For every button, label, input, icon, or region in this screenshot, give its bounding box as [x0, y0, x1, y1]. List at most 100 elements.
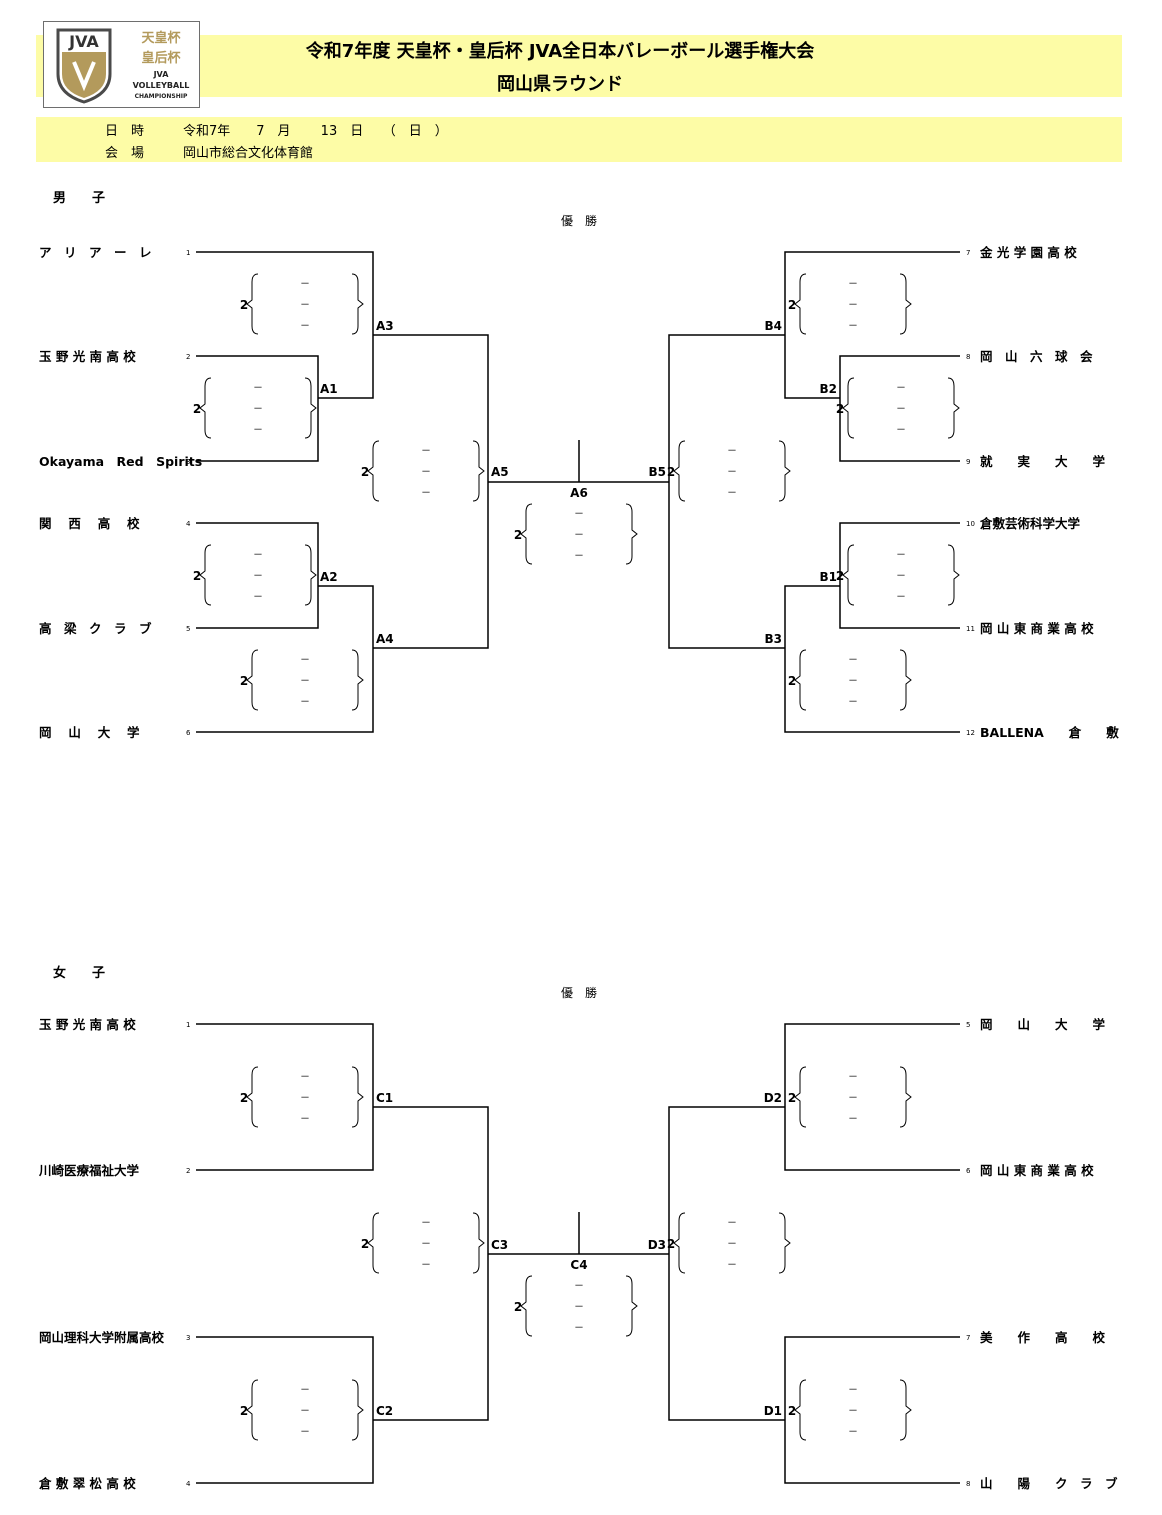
score-box-b5-sets: 2 [667, 465, 675, 479]
score-box-d2-score-2: － [848, 1093, 858, 1104]
score-box-c4-sets: 2 [514, 1300, 522, 1314]
bracket-line-c2 [196, 1336, 374, 1484]
section-title-women: 女 子 [53, 965, 105, 981]
champion-label-women: 優 勝 [561, 985, 597, 1000]
bracket-line-a2 [196, 522, 319, 629]
team-seed-right: 7 [966, 249, 970, 257]
bracket-line-a5 [373, 334, 489, 649]
team-name-left: 玉 野 光 南 高 校 [39, 349, 136, 364]
team-seed-left: 3 [186, 1334, 190, 1342]
score-box-c4-score-3: － [574, 1323, 584, 1334]
score-box-d2-score-3: － [848, 1114, 858, 1125]
score-box-d3-score-3: － [727, 1260, 737, 1271]
score-box-b1-score-3: － [896, 592, 906, 603]
score-box-a2-score-1: － [253, 550, 263, 561]
match-label-a2: A2 [320, 570, 338, 584]
team-name-right: 山 陽 ク ラ ブ [980, 1476, 1118, 1491]
score-box-c3-score-2: － [421, 1239, 431, 1250]
team-seed-right: 6 [966, 1167, 971, 1175]
score-box-b5-score-2: － [727, 467, 737, 478]
score-box-d3-score-1: － [727, 1218, 737, 1229]
team-seed-left: 6 [186, 729, 191, 737]
score-box-a1-brace-right [304, 377, 317, 439]
logo-line1: 天皇杯 [141, 30, 181, 46]
champion-label-men: 優 勝 [561, 213, 597, 228]
score-box-b1-brace-left [842, 544, 855, 606]
date-value: 令和7年 7 月 13 日 （ 日 ） [183, 124, 448, 139]
date-label: 日 時 [105, 124, 145, 139]
score-box-c1-brace-left [246, 1066, 259, 1128]
score-box-d2-brace-right [899, 1066, 912, 1128]
score-box-a3-score-2: － [300, 300, 310, 311]
score-box-a4-brace-right [351, 649, 364, 711]
team-seed-left: 3 [186, 458, 190, 466]
score-box-b1-brace-right [947, 544, 960, 606]
score-box-b1-score-2: － [896, 571, 906, 582]
score-box-b2-score-2: － [896, 404, 906, 415]
team-name-left: 倉 敷 翠 松 高 校 [38, 1476, 136, 1491]
score-box-b3-score-3: － [848, 697, 858, 708]
score-box-a6-score-1: － [574, 509, 584, 520]
team-name-right: 岡 山 大 学 [980, 1017, 1106, 1032]
score-box-a6-brace-right [625, 503, 638, 565]
score-box-d3-brace-right [778, 1212, 791, 1274]
score-box-c2-brace-left [246, 1379, 259, 1441]
team-seed-right: 11 [966, 625, 975, 633]
score-box-b3-score-2: － [848, 676, 858, 687]
score-box-a5-score-1: － [421, 446, 431, 457]
score-box-b3-brace-right [899, 649, 912, 711]
score-box-d3-sets: 2 [667, 1237, 675, 1251]
logo-line2: 皇后杯 [141, 50, 181, 66]
match-label-a5: A5 [491, 465, 509, 479]
score-box-d2-sets: 2 [788, 1091, 796, 1105]
jva-logo: JVA 天皇杯 皇后杯 JVA VOLLEYBALL CHAMPIONSHIP [43, 21, 200, 108]
score-box-c2-score-2: － [300, 1406, 310, 1417]
title-band [36, 35, 1122, 97]
score-box-a5-score-3: － [421, 488, 431, 499]
team-name-left: 関 西 高 校 [39, 516, 140, 531]
score-box-a2-score-2: － [253, 571, 263, 582]
match-label-b3: B3 [765, 632, 783, 646]
score-box-a6-sets: 2 [514, 528, 522, 542]
match-label-a1: A1 [320, 382, 338, 396]
score-box-a1-score-2: － [253, 404, 263, 415]
team-name-left: ア リ ア ー レ [39, 245, 152, 260]
score-box-b5-brace-right [778, 440, 791, 502]
score-box-c1-score-3: － [300, 1114, 310, 1125]
score-box-d1-score-2: － [848, 1406, 858, 1417]
team-seed-right: 5 [966, 1021, 970, 1029]
score-box-b2-score-3: － [896, 425, 906, 436]
bracket-line-c1 [196, 1023, 374, 1171]
page-title: 令和7年度 天皇杯・皇后杯 JVA全日本バレーボール選手権大会 [305, 41, 815, 62]
match-label-b2: B2 [820, 382, 838, 396]
score-box-c3-brace-right [472, 1212, 485, 1274]
logo-line3: JVA [153, 70, 170, 79]
score-box-a4-score-2: － [300, 676, 310, 687]
team-seed-right: 7 [966, 1334, 970, 1342]
team-name-right: 岡 山 六 球 会 [980, 349, 1093, 364]
score-box-b4-score-2: － [848, 300, 858, 311]
score-box-a3-score-3: － [300, 321, 310, 332]
team-seed-right: 9 [966, 458, 970, 466]
score-box-d1-sets: 2 [788, 1404, 796, 1418]
section-title-men: 男 子 [53, 191, 105, 206]
score-box-a3-brace-right [351, 273, 364, 335]
team-seed-left: 4 [186, 1480, 191, 1488]
score-box-d3-brace-left [673, 1212, 686, 1274]
match-label-a6: A6 [570, 486, 588, 500]
team-seed-left: 4 [186, 520, 191, 528]
score-box-a5-score-2: － [421, 467, 431, 478]
bracket-line-r7 [784, 251, 960, 399]
score-box-a3-sets: 2 [240, 298, 248, 312]
score-box-a6-score-3: － [574, 551, 584, 562]
team-name-right: 美 作 高 校 [980, 1330, 1106, 1345]
bracket-line-d3 [668, 1106, 785, 1421]
score-box-b3-brace-left [794, 649, 807, 711]
logo-mark: JVA [68, 32, 99, 51]
team-name-left: 高 梁 ク ラ ブ [39, 621, 152, 636]
score-box-a4-brace-left [246, 649, 259, 711]
team-name-left: Okayama Red Spirits [39, 454, 202, 469]
venue-value: 岡山市総合文化体育館 [183, 146, 314, 161]
score-box-a3-score-1: － [300, 279, 310, 290]
